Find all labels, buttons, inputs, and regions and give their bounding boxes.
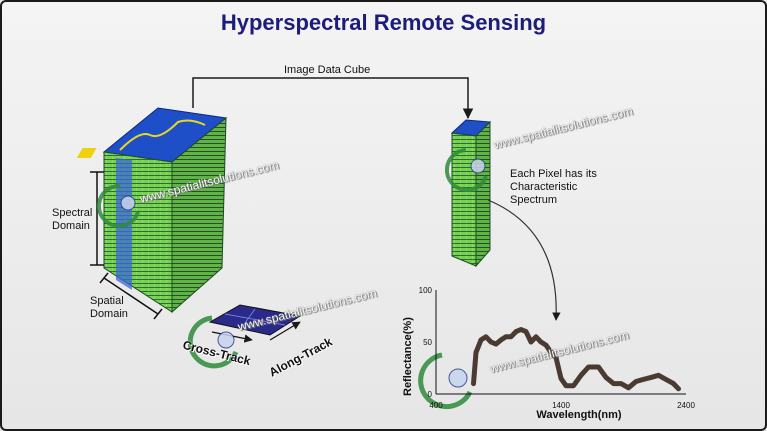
chart-ticks: 0 50 100 400 1400 2400: [419, 286, 696, 410]
pixel-spectrum-column: [450, 119, 492, 268]
chart-ytick-label: 50: [423, 338, 432, 347]
pixel-label-line2: Characteristic: [510, 181, 578, 193]
spatial-domain-label: Spatial Domain: [90, 295, 128, 321]
image-data-cube-label: Image Data Cube: [284, 64, 371, 76]
chart-axes: [435, 290, 686, 395]
spectral-domain-label: Spectral Domain: [52, 207, 92, 233]
chart-xtick-label: 1400: [552, 401, 570, 410]
diagram-title: Hyperspectral Remote Sensing: [220, 10, 547, 35]
spatial-domain-line2: Domain: [90, 308, 128, 320]
spatial-domain-line1: Spatial: [90, 295, 124, 307]
spectral-domain-line2: Domain: [52, 220, 90, 232]
spectrum-series-line: [471, 327, 681, 392]
spatial-domain-bracket: [99, 272, 163, 320]
pixel-to-spectrum-arrow: [487, 199, 561, 321]
pixel-label-line1: Each Pixel has its: [510, 168, 597, 180]
pixel-label-line3: Spectrum: [510, 194, 558, 206]
chart-ytick-label: 100: [419, 286, 433, 295]
logo-emblem-chart: [418, 352, 473, 410]
spectral-domain-line1: Spectral: [52, 207, 93, 219]
logo-emblem-footprint: [187, 315, 239, 369]
chart-series: [471, 327, 681, 392]
pixel-spectrum-label: Each Pixel has its Characteristic Spectr…: [510, 168, 597, 207]
chart-xtick-label: 400: [429, 401, 443, 410]
logo-emblem-cube: [96, 183, 140, 228]
chart-xlabel: Wavelength(nm): [536, 409, 621, 421]
chart-ytick-label: 0: [428, 390, 433, 399]
cube-top-feature: [76, 148, 97, 158]
cube-connector-line: [192, 77, 474, 120]
chart-xtick-label: 2400: [677, 401, 695, 410]
spectral-domain-bracket: [90, 171, 104, 266]
cube-side-face: [171, 116, 227, 314]
cube-top-river: [119, 119, 206, 151]
chart-ylabel: Reflectance(%): [402, 317, 414, 396]
logo-emblem-column: [444, 148, 488, 192]
hyperspectral-data-cube: [76, 107, 228, 314]
